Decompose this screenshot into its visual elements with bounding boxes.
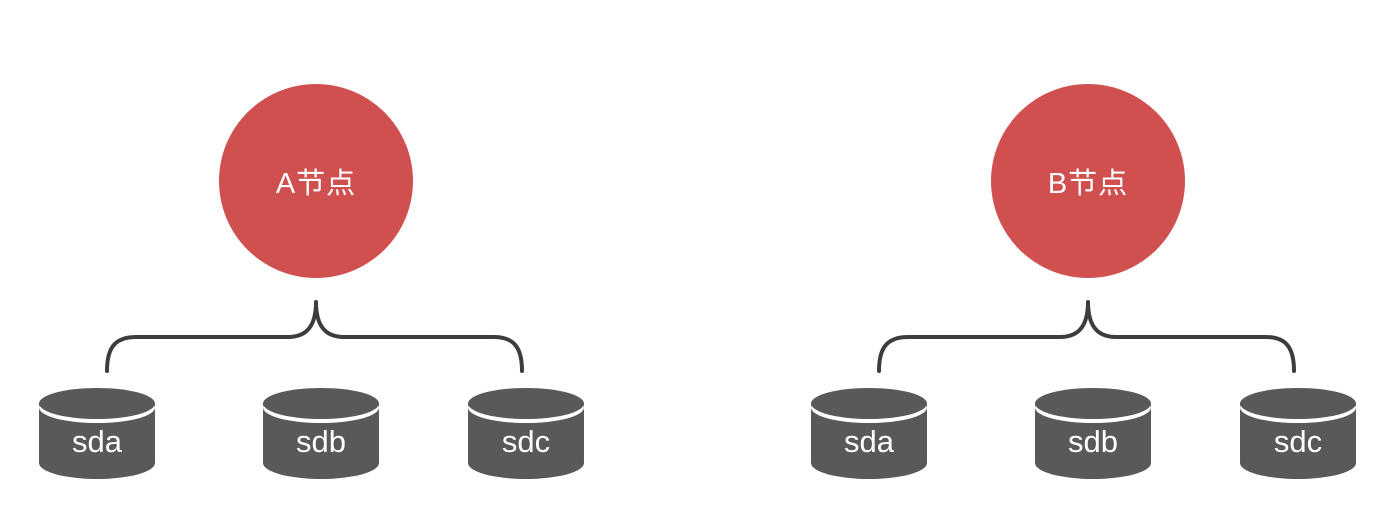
database-cylinder-icon [1035, 388, 1151, 479]
node-b-circle: B节点 [991, 84, 1185, 278]
database-cylinder-icon [811, 388, 927, 479]
node-a-circle: A节点 [219, 84, 413, 278]
node-b-label: B节点 [1047, 168, 1129, 200]
database-cylinder-icon [468, 388, 584, 479]
disk-node-b-sdb-label: sdb [1068, 424, 1118, 459]
disk-node-a-sdc: sdc [467, 387, 585, 481]
disk-node-a-sda: sda [38, 387, 156, 481]
disk-node-b-sda: sda [810, 387, 928, 481]
disk-node-b-sda-label: sda [844, 424, 894, 459]
brace-connector-node-a [105, 300, 524, 373]
database-cylinder-icon [1240, 388, 1356, 479]
disk-node-b-sdb: sdb [1034, 387, 1152, 481]
database-cylinder-icon [39, 388, 155, 479]
disk-node-b-sdc-label: sdc [1273, 424, 1323, 459]
database-cylinder-icon [263, 388, 379, 479]
disk-node-a-sda-label: sda [72, 424, 122, 459]
disk-node-a-sdb-label: sdb [296, 424, 346, 459]
disk-node-a-sdb: sdb [262, 387, 380, 481]
brace-connector-node-b [877, 300, 1296, 373]
node-a-label: A节点 [275, 168, 357, 200]
disk-node-a-sdc-label: sdc [501, 424, 551, 459]
disk-node-b-sdc: sdc [1239, 387, 1357, 481]
